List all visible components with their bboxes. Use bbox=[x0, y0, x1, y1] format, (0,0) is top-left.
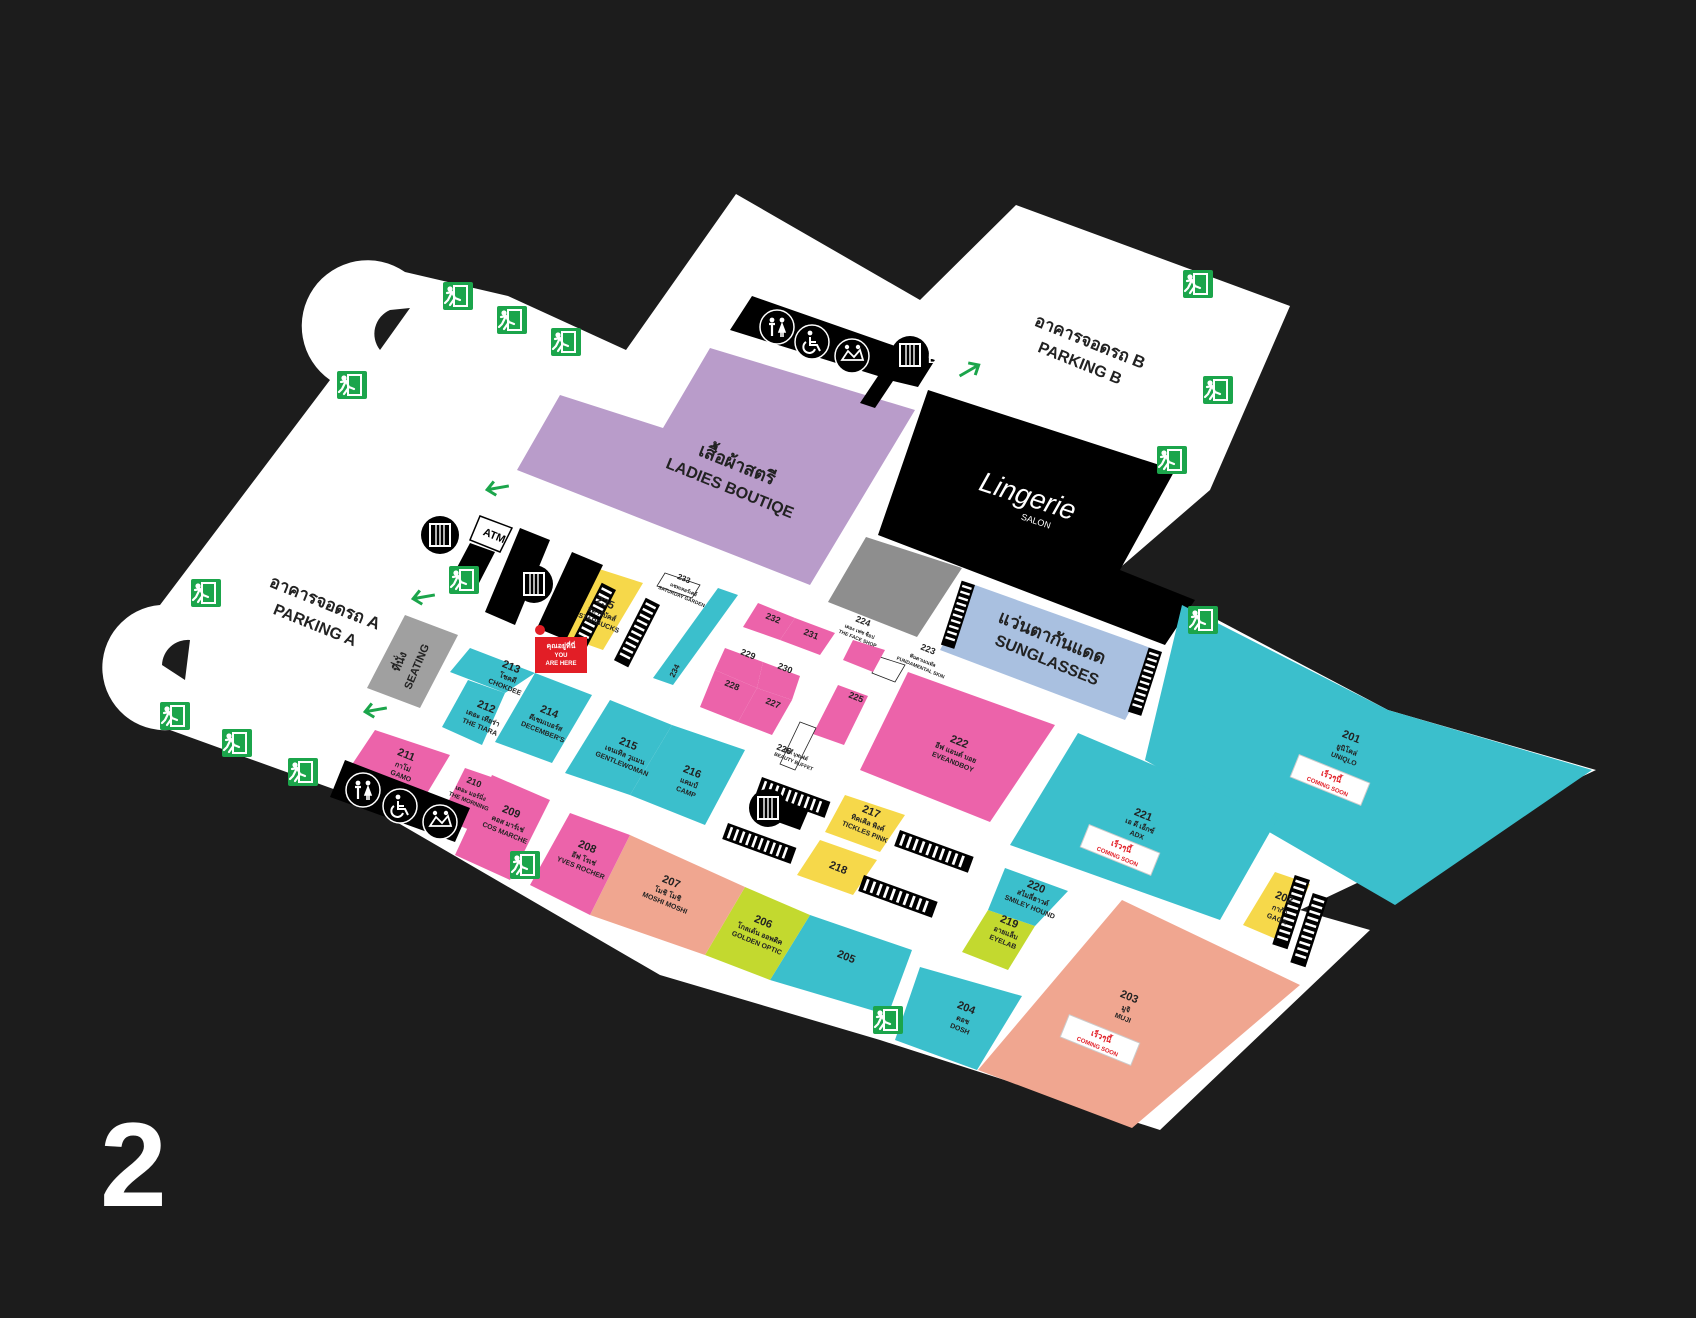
unit-206[interactable] bbox=[705, 887, 810, 980]
svg-text:คุณอยู่ที่นี่: คุณอยู่ที่นี่ bbox=[547, 640, 576, 651]
unit-224[interactable] bbox=[843, 640, 885, 672]
coming-soon-badge: เร็วๆนี้ COMING SOON bbox=[1059, 1013, 1141, 1067]
lingerie-salon[interactable] bbox=[878, 390, 1195, 645]
unit-219[interactable] bbox=[962, 910, 1035, 970]
unit-227[interactable] bbox=[738, 688, 792, 735]
unit-204[interactable] bbox=[895, 967, 1022, 1070]
unit-205[interactable] bbox=[770, 915, 912, 1015]
unit-222[interactable] bbox=[860, 672, 1055, 822]
unit-214[interactable] bbox=[495, 673, 592, 763]
exit-icon bbox=[220, 727, 254, 759]
unit-212[interactable] bbox=[442, 680, 505, 745]
unit-231[interactable] bbox=[780, 618, 835, 655]
unit-218[interactable] bbox=[797, 840, 877, 895]
exit-icon bbox=[335, 369, 369, 401]
restroom-icon[interactable] bbox=[344, 771, 382, 809]
floor-number: 2 bbox=[100, 1098, 167, 1232]
grey-zone bbox=[828, 537, 962, 637]
svg-text:มูจิ: มูจิ bbox=[1120, 1004, 1131, 1016]
svg-text:ดอช: ดอช bbox=[955, 1015, 970, 1027]
atm-icon[interactable]: ATM bbox=[469, 515, 514, 553]
unit-230[interactable] bbox=[757, 662, 800, 700]
unit-211[interactable] bbox=[345, 730, 450, 805]
unit-207[interactable] bbox=[590, 835, 745, 955]
wheelchair-icon[interactable] bbox=[382, 788, 418, 824]
exit-icon bbox=[189, 577, 223, 609]
svg-text:ARE HERE: ARE HERE bbox=[545, 661, 576, 667]
exit-icon bbox=[1155, 444, 1189, 476]
unit-216[interactable] bbox=[630, 725, 745, 825]
exit-icon bbox=[286, 756, 320, 788]
restroom-icon[interactable] bbox=[758, 308, 796, 346]
lift-lower-icon[interactable] bbox=[748, 788, 788, 828]
svg-text:YOU: YOU bbox=[554, 653, 567, 659]
exit-icon bbox=[441, 280, 475, 312]
sunglasses-zone[interactable] bbox=[939, 579, 1164, 720]
exit-icon bbox=[447, 564, 481, 596]
unit-201[interactable] bbox=[1145, 605, 1592, 905]
facility-icons: ATM A B bbox=[344, 308, 937, 840]
unit-228[interactable] bbox=[700, 670, 757, 722]
exit-icon bbox=[871, 1004, 905, 1036]
unit-226[interactable] bbox=[779, 721, 817, 771]
unit-225[interactable] bbox=[813, 685, 868, 745]
unit-213[interactable] bbox=[450, 648, 535, 693]
unit-233[interactable] bbox=[656, 572, 701, 599]
lift-center-icon[interactable] bbox=[514, 564, 554, 604]
exit-icon bbox=[495, 304, 529, 336]
unit-215[interactable] bbox=[565, 700, 672, 795]
lift-b-label: B bbox=[928, 351, 937, 366]
lift-a-icon[interactable] bbox=[420, 515, 460, 555]
exit-icon bbox=[1201, 374, 1235, 406]
seating-zone bbox=[367, 615, 458, 708]
unit-232[interactable] bbox=[743, 603, 795, 640]
exit-icon bbox=[549, 326, 583, 358]
baby-care-icon[interactable] bbox=[834, 338, 870, 374]
ladies-boutique-zone[interactable] bbox=[517, 348, 915, 585]
unit-209[interactable] bbox=[455, 775, 550, 880]
unit-221[interactable] bbox=[1010, 733, 1278, 920]
unit-217[interactable] bbox=[825, 795, 905, 852]
you-are-here-marker: คุณอยู่ที่นี่ YOU ARE HERE bbox=[535, 625, 587, 673]
exit-icon bbox=[158, 700, 192, 732]
unit-220[interactable] bbox=[988, 868, 1068, 926]
exit-icon bbox=[1186, 604, 1220, 636]
unit-229[interactable] bbox=[715, 648, 763, 688]
unit-234[interactable] bbox=[653, 588, 738, 685]
wheelchair-icon[interactable] bbox=[794, 324, 830, 360]
exit-icon bbox=[508, 849, 542, 881]
unit-208[interactable] bbox=[530, 813, 630, 915]
lift-b-icon[interactable] bbox=[890, 335, 930, 375]
unit-203[interactable] bbox=[978, 900, 1300, 1128]
coming-soon-badge: เร็วๆนี้ COMING SOON bbox=[1289, 753, 1371, 807]
exit-icon bbox=[1181, 268, 1215, 300]
baby-care-icon[interactable] bbox=[422, 804, 458, 840]
lift-a-label: A bbox=[460, 531, 470, 546]
